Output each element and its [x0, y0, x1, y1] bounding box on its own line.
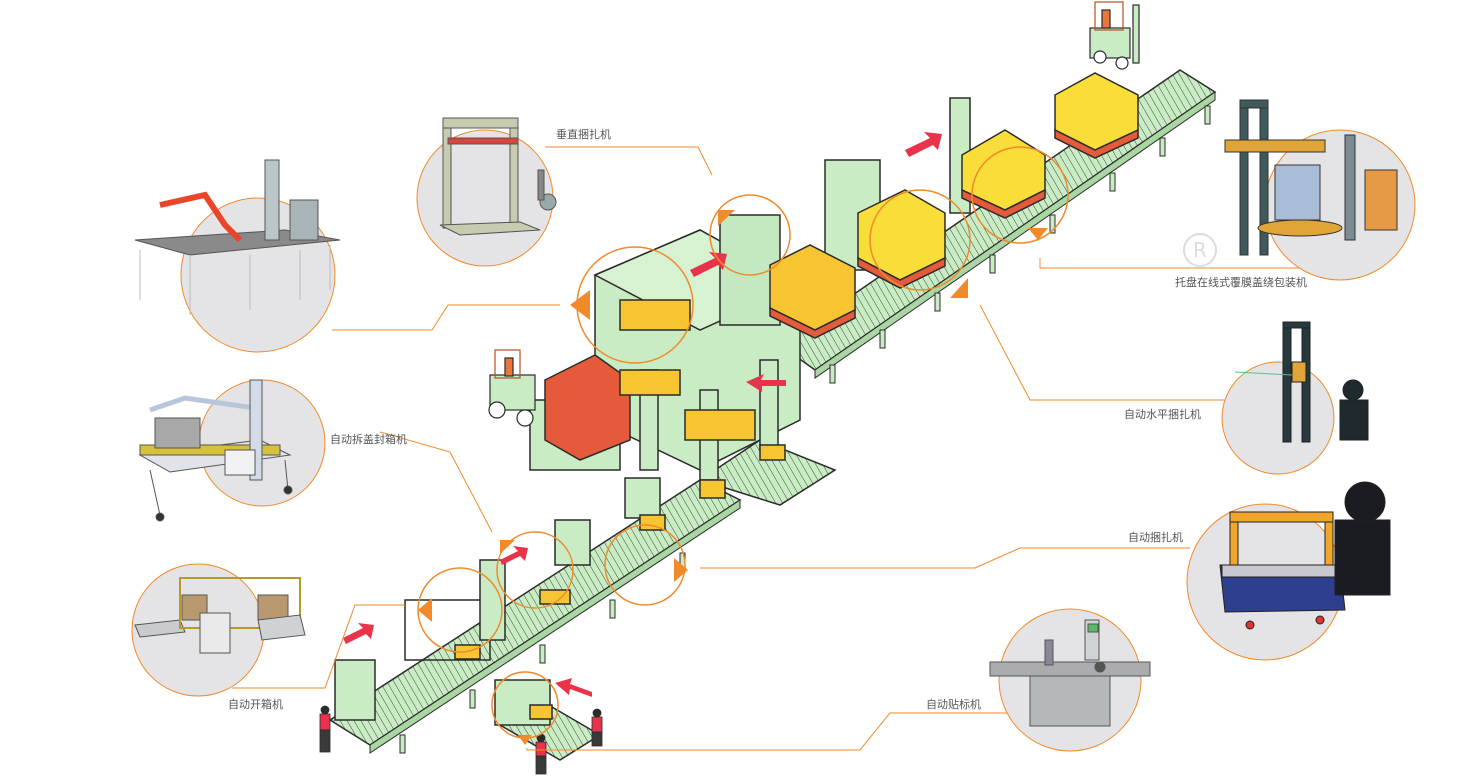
callout-leader-lines [232, 146, 1330, 751]
label-auto-labeling: 自动贴标机 [926, 698, 981, 711]
label-horizontal-strapping: 自动水平捆扎机 [1124, 408, 1201, 421]
photo-case-sealer [138, 379, 326, 522]
flow-arrow [500, 546, 528, 565]
forklift-top [1089, 1, 1140, 70]
workers [319, 705, 603, 775]
photo-vertical-strapping [416, 117, 557, 267]
photo-auto-strapping [1186, 481, 1391, 661]
svg-text:R: R [1193, 238, 1207, 262]
photo-horizontal-strapping [1221, 321, 1369, 475]
pallet-loads [769, 72, 1139, 339]
flow-arrow [746, 374, 786, 392]
label-auto-strapping: 自动捆扎机 [1128, 531, 1183, 544]
photo-auto-labeling [989, 608, 1151, 752]
flow-arrow [555, 678, 592, 697]
label-case-erector: 自动开箱机 [228, 698, 283, 711]
label-vertical-strapping: 垂直捆扎机 [556, 128, 611, 141]
photo-pallet-wrapping: R [1183, 99, 1416, 281]
photo-case-erector [131, 563, 306, 697]
forklift-left [488, 349, 536, 427]
photo-robot-palletizer [134, 159, 341, 353]
locator-pointers [418, 210, 1048, 745]
flow-arrow [343, 623, 374, 644]
registered-trademark-watermark: R [1183, 233, 1217, 267]
label-pallet-wrapping: 托盘在线式覆膜盖绕包装机 [1175, 276, 1307, 289]
flow-arrow [905, 132, 942, 157]
label-case-sealer: 自动拆盖封箱机 [330, 433, 407, 446]
